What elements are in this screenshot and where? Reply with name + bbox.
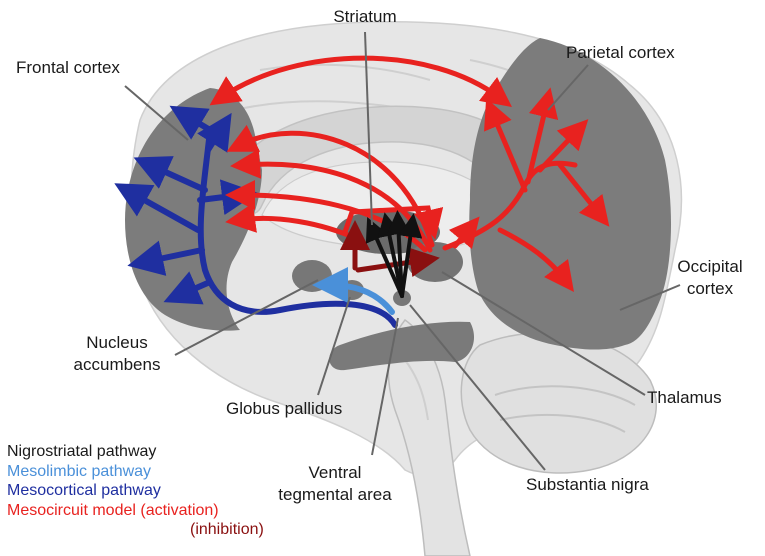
ventral-tegmental-label-line1: Ventral (270, 462, 400, 484)
substantia-nigra-label: Substantia nigra (526, 474, 649, 496)
ventral-tegmental-area-label: Ventral tegmental area (270, 462, 400, 506)
thalamus-label: Thalamus (647, 387, 722, 409)
nucleus-accumbens-structure (292, 260, 332, 292)
legend-mesocircuit-activation: Mesocircuit model (activation) (7, 501, 264, 521)
occipital-cortex-label: Occipital cortex (675, 256, 745, 300)
nucleus-accumbens-label-line1: Nucleus (62, 332, 172, 354)
parietal-cortex-label: Parietal cortex (566, 42, 675, 64)
nucleus-accumbens-label: Nucleus accumbens (62, 332, 172, 376)
striatum-label: Striatum (320, 6, 410, 28)
frontal-cortex-label: Frontal cortex (16, 57, 120, 79)
ventral-tegmental-label-line2: tegmental area (270, 484, 400, 506)
legend-mesolimbic: Mesolimbic pathway (7, 462, 264, 482)
pathway-legend: Nigrostriatal pathway Mesolimbic pathway… (7, 442, 264, 540)
nucleus-accumbens-label-line2: accumbens (62, 354, 172, 376)
legend-mesocortical: Mesocortical pathway (7, 481, 264, 501)
legend-mesocircuit-inhibition: (inhibition) (7, 520, 264, 540)
occipital-cortex-label-line2: cortex (675, 278, 745, 300)
globus-pallidus-label: Globus pallidus (226, 398, 342, 420)
occipital-cortex-label-line1: Occipital (675, 256, 745, 278)
legend-nigrostriatal: Nigrostriatal pathway (7, 442, 264, 462)
